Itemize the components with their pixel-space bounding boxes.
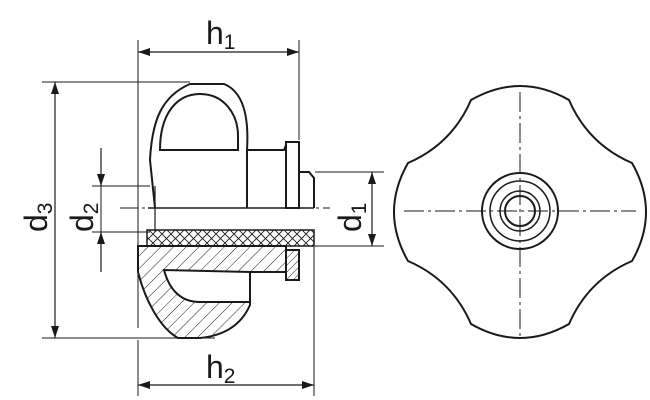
knob-four-lobe-outline: [393, 85, 647, 339]
side-section-view: [42, 40, 384, 396]
lobe-window: [158, 92, 239, 151]
d3-symbol: d: [18, 214, 54, 232]
svg-text:h1: h1: [206, 15, 235, 54]
dimension-d2: d2: [64, 148, 105, 272]
d2-symbol: d: [64, 214, 100, 232]
threaded-insert: [146, 229, 315, 247]
h1-subscript: 1: [224, 31, 236, 54]
h2-subscript: 2: [224, 365, 236, 388]
d3-subscript: 3: [34, 203, 57, 215]
d1-subscript: 1: [348, 203, 371, 215]
h2-symbol: h: [206, 349, 224, 385]
flange-bottom: [285, 249, 300, 281]
svg-text:d1: d1: [332, 203, 371, 232]
h1-symbol: h: [206, 15, 224, 51]
svg-text:d2: d2: [64, 203, 103, 232]
dimension-d1: d1: [332, 172, 376, 246]
svg-text:d3: d3: [18, 203, 57, 232]
dimension-h1: h1: [138, 15, 299, 56]
dimension-h2: h2: [138, 349, 314, 389]
dimension-d3: d3: [18, 82, 59, 338]
d2-subscript: 2: [80, 203, 103, 215]
svg-text:h2: h2: [206, 349, 235, 388]
d1-symbol: d: [332, 214, 368, 232]
front-view: [393, 85, 647, 340]
lower-lobe-void: [162, 268, 251, 303]
knob-body-outline: [148, 83, 249, 209]
bushing-upper: [299, 171, 315, 208]
flange-top: [285, 141, 300, 209]
hub-upper: [247, 144, 287, 208]
